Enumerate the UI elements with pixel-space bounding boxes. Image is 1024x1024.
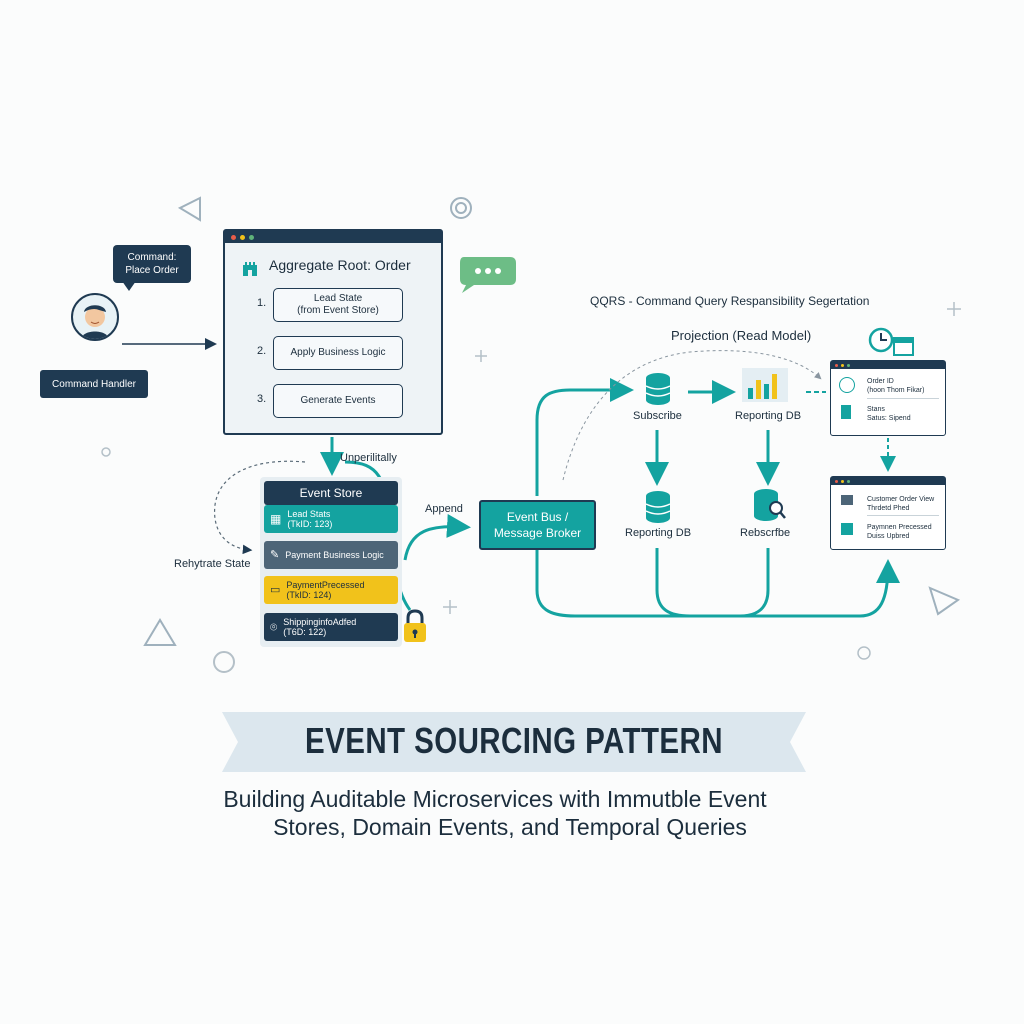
user-avatar	[71, 293, 119, 341]
edit-icon: ✎	[270, 549, 280, 561]
event-bus-box[interactable]: Event Bus / Message Broker	[479, 500, 596, 550]
rehydrate-label: Rehytrate State	[174, 558, 251, 570]
order-read-model-card[interactable]: Order ID (hoon Thom Fikar) Stans Satus: …	[830, 360, 946, 436]
ring-deco-icon	[450, 197, 472, 219]
bottom-card-line2: Thrdetd Phed	[867, 505, 910, 512]
triangle-deco-icon	[177, 196, 201, 222]
projection-label: Projection (Read Model)	[671, 328, 812, 343]
bar-chart-icon	[742, 368, 788, 402]
document-icon	[841, 405, 851, 419]
chat-bubble-icon	[460, 257, 516, 293]
database-icon	[645, 491, 671, 523]
step-apply-business-logic[interactable]: Apply Business Logic	[273, 336, 403, 370]
event-row-1-line2: (TkID: 123)	[287, 519, 333, 529]
event-row-4-line2: (T6D: 122)	[283, 627, 327, 637]
event-store-panel: Event Store ▦ Lead Stats(TkID: 123) ✎ Pa…	[260, 477, 402, 647]
database-search-icon	[754, 489, 786, 521]
command-bubble-text: Command: Place Order	[125, 252, 179, 276]
event-row-shipping-info[interactable]: ⌾ ShippinginfoAdfed(T6D: 122)	[264, 613, 398, 641]
bottom-card-line1: Customer Order View	[867, 496, 935, 503]
step-2-number: 2.	[257, 345, 267, 357]
padlock-icon	[404, 609, 426, 642]
cqrs-label: QQRS - Command Query Respansibility Sege…	[590, 294, 870, 308]
event-row-3-line2: (TkID: 124)	[286, 590, 332, 600]
event-row-4-line1: ShippinginfoAdfed	[283, 617, 357, 627]
bottom-card-line3: Paymnen Precessed	[867, 524, 932, 531]
event-row-3-line1: PaymentPrecessed	[286, 580, 365, 590]
banner-subtitle-line1: Building Auditable Microservices with Im…	[223, 786, 767, 812]
top-card-line2: (hoon Thom Fikar)	[867, 387, 925, 394]
event-bus-line2: Message Broker	[493, 526, 582, 540]
subscribe-label: Subscribe	[633, 410, 682, 422]
step-generate-events[interactable]: Generate Events	[273, 384, 403, 418]
event-row-lead-stats[interactable]: ▦ Lead Stats(TkID: 123)	[264, 505, 398, 533]
event-store-title: Event Store	[299, 486, 363, 500]
top-card-line3: Stans	[867, 406, 885, 413]
step-1-number: 1.	[257, 297, 267, 309]
command-bubble: Command: Place Order	[113, 245, 191, 283]
list-icon	[841, 495, 853, 505]
step-2-line1: Apply Business Logic	[290, 347, 386, 358]
event-bus-line1: Event Bus /	[506, 510, 569, 524]
customer-order-view-card[interactable]: Customer Order View Thrdetd Phed Paymnen…	[830, 476, 946, 550]
person-icon	[81, 305, 109, 339]
calendar-icon	[841, 523, 853, 535]
title-ribbon	[222, 712, 806, 772]
unperilitally-label: Unperilitally	[340, 452, 397, 464]
table-icon: ▦	[270, 512, 282, 526]
top-card-line4: Satus: Sipend	[867, 415, 911, 422]
castle-icon	[243, 262, 257, 276]
event-row-2-line1: Payment Business Logic	[285, 550, 384, 560]
banner-title: EVENT SOURCING PATTERN	[305, 720, 723, 761]
clock-calendar-icon	[868, 327, 914, 356]
card-icon: ▭	[270, 584, 281, 596]
aggregate-title: Aggregate Root: Order	[269, 257, 411, 273]
step-lead-state[interactable]: Lead State (from Event Store)	[273, 288, 403, 322]
location-icon: ⌾	[270, 620, 278, 634]
event-row-1-line1: Lead Stats	[287, 509, 331, 519]
reporting-db-bottom-label: Reporting DB	[625, 527, 692, 539]
event-row-payment-business-logic[interactable]: ✎ Payment Business Logic	[264, 541, 398, 569]
event-row-payment-processed[interactable]: ▭ PaymentPrecessed(TkID: 124)	[264, 576, 398, 604]
aggregate-root-window: Aggregate Root: Order 1. Lead State (fro…	[223, 229, 443, 435]
rebscribe-label: Rebscrfbe	[740, 527, 791, 539]
bottom-card-line4: Duiss Upbred	[867, 533, 910, 540]
event-store-header: Event Store	[264, 481, 398, 505]
command-handler-box[interactable]: Command Handler	[40, 370, 148, 398]
command-handler-label: Command Handler	[52, 378, 136, 390]
database-icon	[645, 373, 671, 405]
step-3-number: 3.	[257, 393, 267, 405]
top-card-line1: Order ID	[867, 378, 894, 385]
append-label: Append	[425, 503, 463, 515]
info-icon	[839, 377, 855, 393]
reporting-db-top-label: Reporting DB	[735, 410, 802, 422]
step-1-line2: (from Event Store)	[297, 305, 379, 316]
banner-subtitle-line2: Stores, Domain Events, and Temporal Quer…	[273, 814, 747, 840]
step-1-line1: Lead State	[313, 293, 363, 304]
step-3-line1: Generate Events	[300, 395, 376, 406]
